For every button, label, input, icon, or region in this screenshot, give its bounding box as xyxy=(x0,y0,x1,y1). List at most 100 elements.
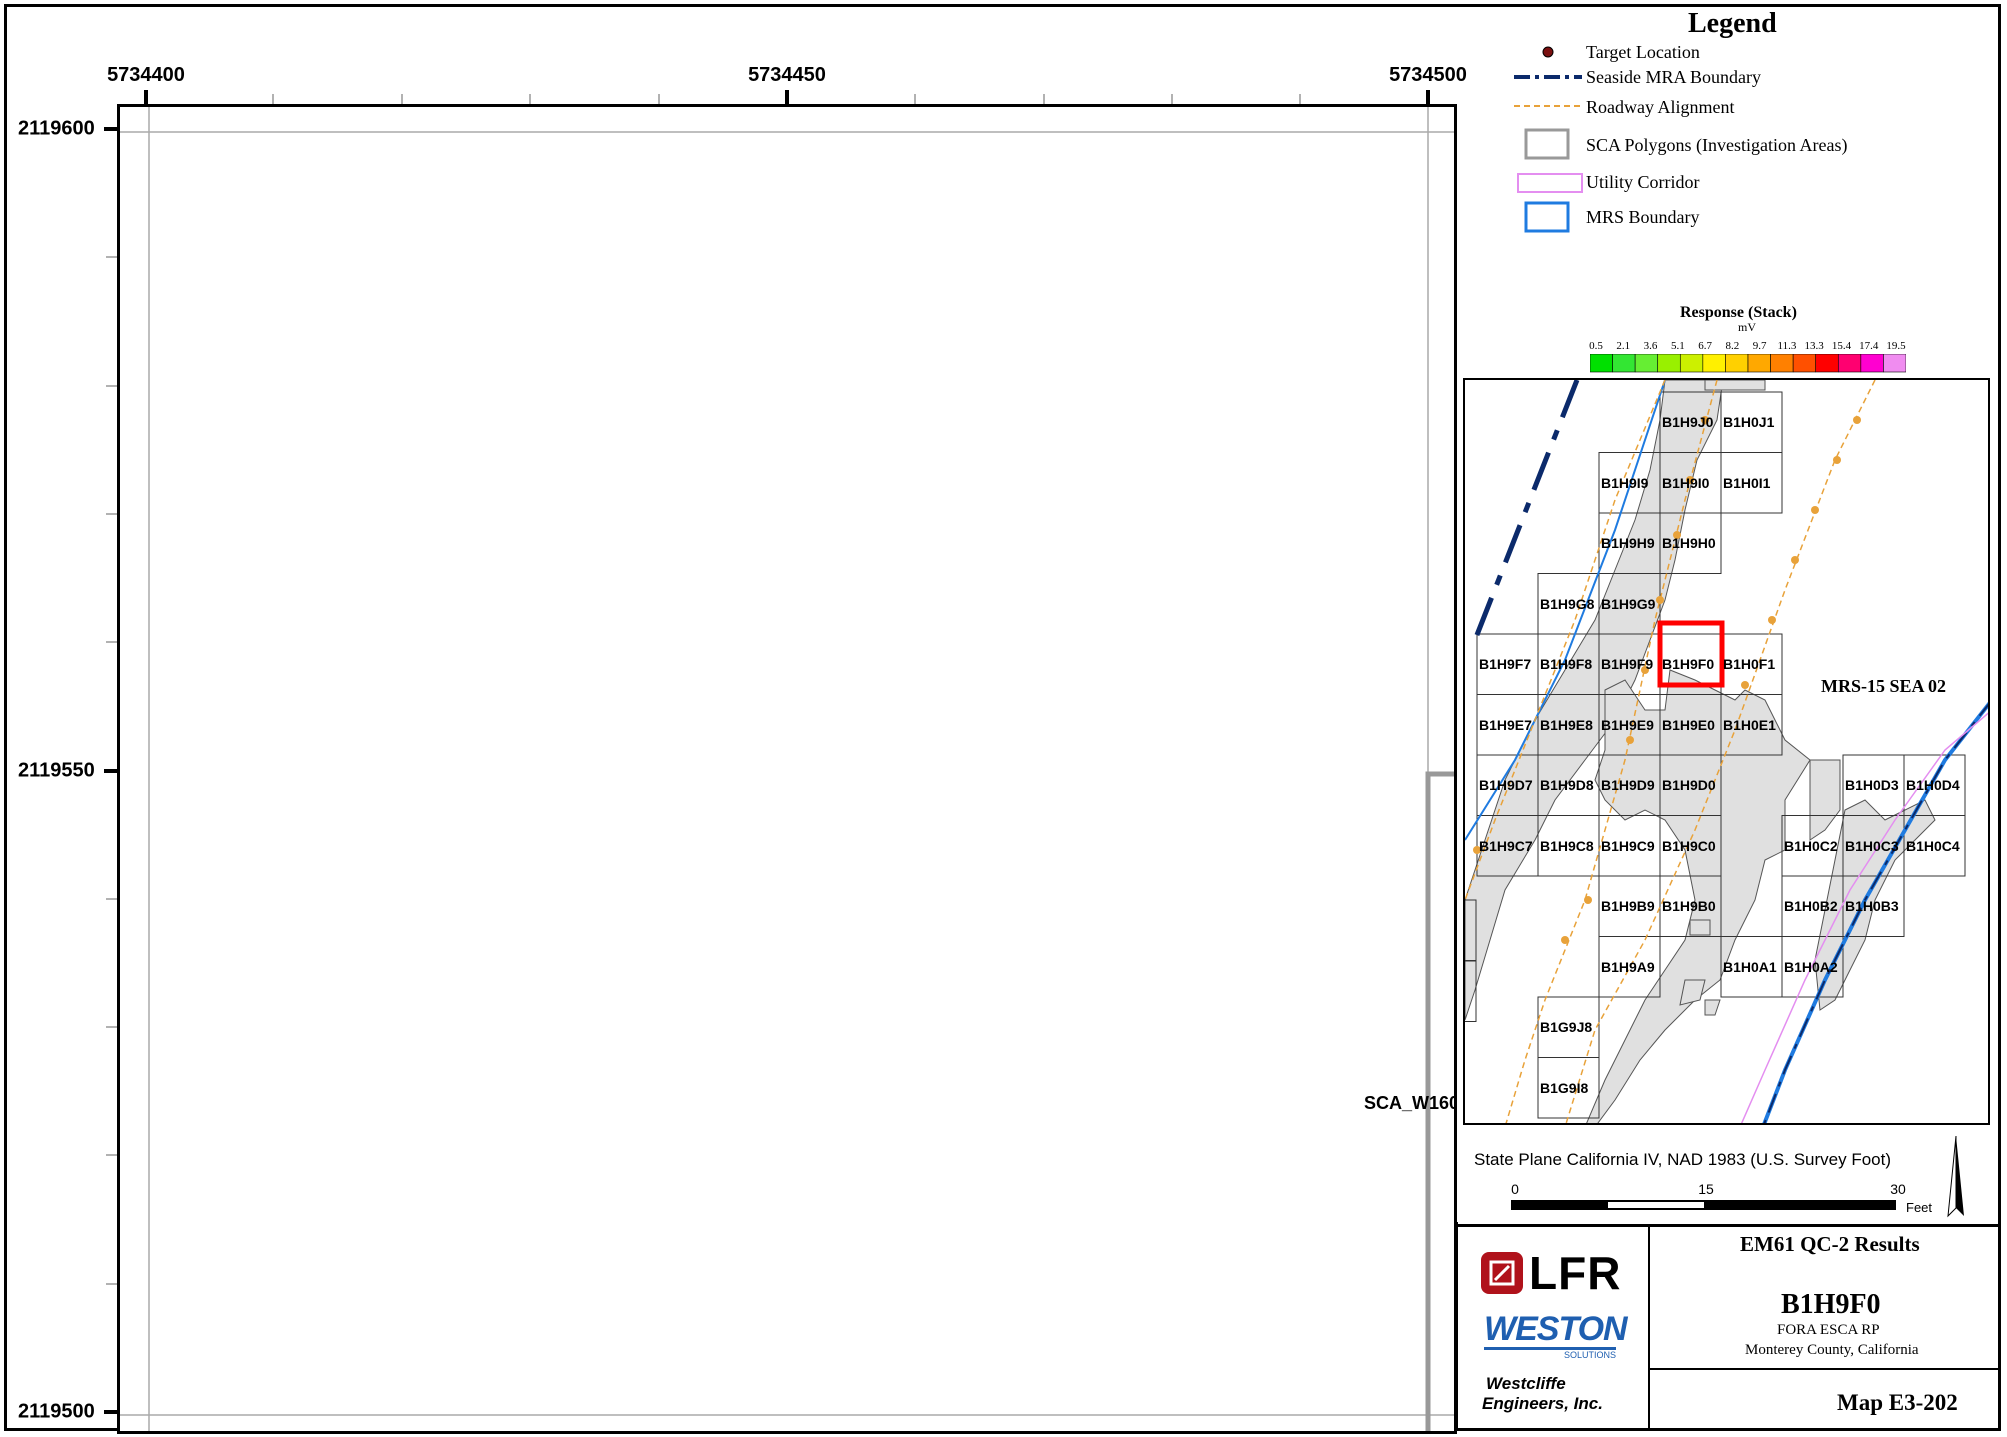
colorbar-tick-label: 6.7 xyxy=(1698,340,1712,352)
grid-cell xyxy=(1903,815,1966,877)
grid-cell-label[interactable]: B1H9B9 xyxy=(1601,898,1655,914)
colorbar-tick-label: 11.3 xyxy=(1777,340,1797,352)
grid-cell-label[interactable]: B1G9I8 xyxy=(1540,1079,1589,1096)
x-tick-label: 5734400 xyxy=(107,64,185,86)
grid-cell-label[interactable]: B1H9F7 xyxy=(1479,656,1532,672)
colorbar-swatch xyxy=(1657,354,1681,373)
colorbar-swatch xyxy=(1679,354,1704,373)
grid-cell-label[interactable]: B1H9I0 xyxy=(1662,474,1710,491)
grid-cell-label[interactable]: B1H0B2 xyxy=(1784,898,1838,914)
grid-cell-label[interactable]: B1H0I1 xyxy=(1723,474,1771,491)
grid-cell-label[interactable]: B1H0E1 xyxy=(1723,716,1776,733)
colorbar-swatch xyxy=(1860,354,1884,373)
grid-cell-label[interactable]: B1H9A9 xyxy=(1601,958,1655,975)
y-tick-label: 2119550 xyxy=(18,759,95,782)
grid-cell-label[interactable]: B1H0A1 xyxy=(1723,958,1777,975)
highlighted-cell xyxy=(1657,620,1725,688)
grid-cell xyxy=(1720,694,1783,756)
colorbar-tick-label: 0.5 xyxy=(1589,340,1603,352)
colorbar-tick-label: 5.1 xyxy=(1670,340,1685,352)
grid-cell xyxy=(1659,875,1722,937)
colorbar-swatch xyxy=(1837,354,1862,373)
lfr-logo: LFR xyxy=(1481,1246,1621,1300)
grid-cell-label[interactable]: B1H9E8 xyxy=(1540,716,1593,733)
colorbar-tick-label: 15.4 xyxy=(1831,340,1852,352)
pink-box-icon xyxy=(1517,173,1583,193)
grid-cell xyxy=(1781,936,1844,998)
grid-cell-label[interactable]: B1H0D4 xyxy=(1906,777,1960,793)
grid-cell-label[interactable]: B1H0B3 xyxy=(1845,898,1899,914)
main-map-canvas[interactable]: SCA_W160 xyxy=(117,104,1457,1434)
grid-cell-label[interactable]: B1H9E7 xyxy=(1479,716,1532,733)
grid-cell-label[interactable]: B1H9C0 xyxy=(1662,837,1716,854)
grid-cell-label[interactable]: B1H9D0 xyxy=(1662,777,1716,793)
colorbar-swatch xyxy=(1770,354,1794,373)
north-arrow-icon xyxy=(1947,1136,1964,1218)
grid-cell-label[interactable]: B1H9H9 xyxy=(1601,535,1655,551)
grid-cell-label[interactable]: B1H9C7 xyxy=(1479,837,1533,854)
y-tick-label: 2119600 xyxy=(18,117,95,140)
blue-box-icon xyxy=(1524,201,1570,233)
grid-cell-label[interactable]: B1H9I9 xyxy=(1601,474,1649,491)
gray-box-icon xyxy=(1524,128,1570,160)
legend-mrs-boundary: MRS Boundary xyxy=(1586,207,1700,227)
company-name-line2: Engineers, Inc. xyxy=(1482,1394,1603,1413)
grid-cell-label[interactable]: B1H0F1 xyxy=(1723,656,1776,672)
grid-cell-label[interactable]: B1H0J1 xyxy=(1723,414,1775,430)
grid-cell xyxy=(1720,452,1783,514)
grid-cell-label[interactable]: B1H9F8 xyxy=(1540,656,1593,672)
title-block xyxy=(1455,1224,2000,1431)
legend-seaside-boundary: Seaside MRA Boundary xyxy=(1586,67,1761,87)
grid-cell-label[interactable]: B1H9G8 xyxy=(1540,595,1595,612)
colorbar-tick-label: 9.7 xyxy=(1752,340,1767,352)
grid-cell-label[interactable]: B1H9C9 xyxy=(1601,837,1655,854)
colorbar-swatch xyxy=(1725,354,1749,373)
dot-icon xyxy=(1542,46,1554,58)
grid-cell-label[interactable]: B1H0C3 xyxy=(1845,837,1899,854)
grid-cell-label[interactable]: B1H9F0 xyxy=(1662,656,1715,672)
colorbar-swatch xyxy=(1612,354,1636,373)
grid-cell-label[interactable]: B1H0C4 xyxy=(1906,837,1960,854)
legend-sca-polygons: SCA Polygons (Investigation Areas) xyxy=(1586,135,1848,155)
colorbar-swatch xyxy=(1634,354,1659,373)
grid-cell-label[interactable]: B1H9F9 xyxy=(1601,656,1654,672)
grid-cell-label[interactable]: B1H9G9 xyxy=(1601,595,1656,612)
colorbar-swatch xyxy=(1883,354,1906,373)
grid-cell-label[interactable]: B1H0A2 xyxy=(1784,958,1838,975)
colorbar-tick-label: 13.3 xyxy=(1804,340,1824,352)
weston-logo: WESTON SOLUTIONS xyxy=(1484,1310,1628,1360)
colorbar-swatch xyxy=(1747,354,1771,373)
grid-cell-label[interactable]: B1H9J0 xyxy=(1662,414,1714,430)
grid-cell-label[interactable]: B1H9E0 xyxy=(1662,716,1715,733)
grid-cell-partial xyxy=(1465,960,1477,1022)
grid-cell-label[interactable]: B1H9E9 xyxy=(1601,716,1654,733)
grid-id-title: B1H9F0 xyxy=(1781,1289,1881,1320)
x-tick-label: 5734500 xyxy=(1389,64,1467,86)
project-location: Monterey County, California xyxy=(1745,1342,1919,1358)
scale-tick: 0 xyxy=(1511,1181,1519,1197)
grid-cell-label[interactable]: B1H9C8 xyxy=(1540,837,1594,854)
legend-roadway: Roadway Alignment xyxy=(1586,97,1735,117)
legend-title: Legend xyxy=(1688,8,1777,39)
y-tick-label: 2119500 xyxy=(18,1400,95,1423)
grid-cell-label[interactable]: B1H0D3 xyxy=(1845,777,1899,793)
colorbar-swatch xyxy=(1590,354,1613,373)
grid-cell xyxy=(1598,936,1661,998)
scale-unit: Feet xyxy=(1906,1200,1933,1215)
grid-cell-label[interactable]: B1G9J8 xyxy=(1540,1019,1593,1035)
grid-cell-label[interactable]: B1H9H0 xyxy=(1662,535,1716,551)
report-title: EM61 QC-2 Results xyxy=(1740,1232,1920,1256)
map-number: Map E3-202 xyxy=(1837,1390,1958,1415)
project-name: FORA ESCA RP xyxy=(1777,1322,1880,1338)
grid-cell-label[interactable]: B1H9D9 xyxy=(1601,777,1655,793)
grid-cell-label[interactable]: B1H9B0 xyxy=(1662,898,1716,914)
sca-label: SCA_W160 xyxy=(1364,1093,1457,1113)
grid-cell-label[interactable]: B1H9D8 xyxy=(1540,777,1594,793)
grid-cell xyxy=(1659,512,1722,574)
grid-cell-label[interactable]: B1H9D7 xyxy=(1479,777,1533,793)
grid-cell xyxy=(1842,875,1905,937)
grid-cell-label[interactable]: B1H0C2 xyxy=(1784,837,1838,854)
lfr-mark-icon xyxy=(1481,1252,1523,1294)
